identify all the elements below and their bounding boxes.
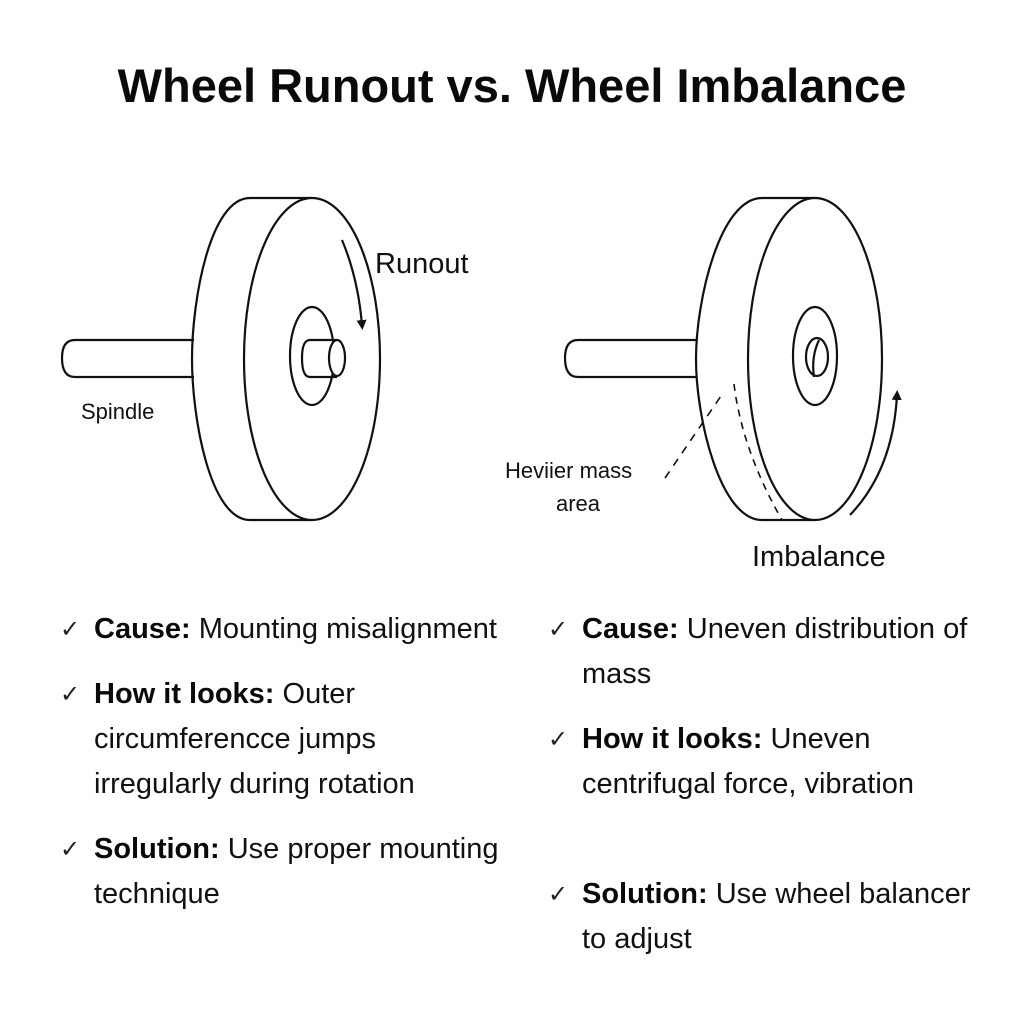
fact-key: Cause: xyxy=(94,613,191,645)
runout-facts-list: ✓ Cause: Mounting misalignment ✓ How it … xyxy=(60,607,500,937)
check-icon: ✓ xyxy=(548,616,569,643)
fact-text: Use wheel balancer to adjust xyxy=(582,878,971,955)
runout-fact-appearance: ✓ How it looks: Outer circumferencce jum… xyxy=(60,672,500,807)
check-icon: ✓ xyxy=(60,836,81,863)
fact-text: Outer circumferencce jumps irregularly d… xyxy=(94,678,415,800)
runout-arrow xyxy=(340,239,367,330)
imbalance-fact-appearance: ✓ How it looks: Uneven centrifugal force… xyxy=(548,717,978,807)
runout-wheel-back-rim xyxy=(190,196,251,522)
heavier-mass-label-line2: area xyxy=(556,491,601,516)
fact-text: Uneven centrifugal force, vibration xyxy=(582,723,915,800)
check-icon: ✓ xyxy=(548,726,569,753)
imbalance-label: Imbalance xyxy=(752,541,886,573)
imbalance-fact-solution: ✓ Solution: Use wheel balancer to adjust xyxy=(548,872,978,962)
check-icon: ✓ xyxy=(548,881,569,908)
imbalance-arrow xyxy=(849,390,902,516)
imbalance-wheel-back-rim xyxy=(694,196,763,522)
imbalance-spindle xyxy=(563,338,697,379)
runout-label: Runout xyxy=(375,248,469,280)
imbalance-facts-list: ✓ Cause: Uneven distribution of mass ✓ H… xyxy=(548,607,978,982)
check-icon: ✓ xyxy=(60,616,81,643)
imbalance-wheel xyxy=(563,196,902,522)
fact-text: Use proper mounting technique xyxy=(94,833,499,910)
runout-wheel xyxy=(60,196,382,522)
imbalance-wheel-front-face xyxy=(746,196,884,522)
imbalance-fact-cause: ✓ Cause: Uneven distribution of mass xyxy=(548,607,978,697)
check-icon: ✓ xyxy=(60,681,81,708)
fact-key: Solution: xyxy=(582,878,708,910)
fact-text: Mounting misalignment xyxy=(190,613,497,645)
runout-axle-stub xyxy=(300,338,337,379)
runout-spindle xyxy=(60,338,194,379)
fact-text: Uneven distribution of mass xyxy=(582,613,968,690)
heavier-mass-leader-line xyxy=(664,392,724,479)
page-title: Wheel Runout vs. Wheel Imbalance xyxy=(117,59,907,112)
fact-key: Solution: xyxy=(94,833,220,865)
fact-key: Cause: xyxy=(582,613,679,645)
spindle-label: Spindle xyxy=(81,399,155,424)
runout-axle-end xyxy=(327,338,347,378)
heavier-mass-dashed-zone xyxy=(733,383,783,521)
heavier-mass-label-line1: Heviier mass xyxy=(505,458,633,483)
imbalance-axle-inner xyxy=(812,339,820,378)
fact-key: How it looks: xyxy=(94,678,275,710)
runout-fact-solution: ✓ Solution: Use proper mounting techniqu… xyxy=(60,827,500,917)
imbalance-axle-outer xyxy=(804,336,830,378)
runout-wheel-front-face xyxy=(242,196,382,522)
runout-fact-cause: ✓ Cause: Mounting misalignment xyxy=(60,607,500,652)
imbalance-hub-ring xyxy=(791,305,839,407)
fact-key: How it looks: xyxy=(582,723,763,755)
